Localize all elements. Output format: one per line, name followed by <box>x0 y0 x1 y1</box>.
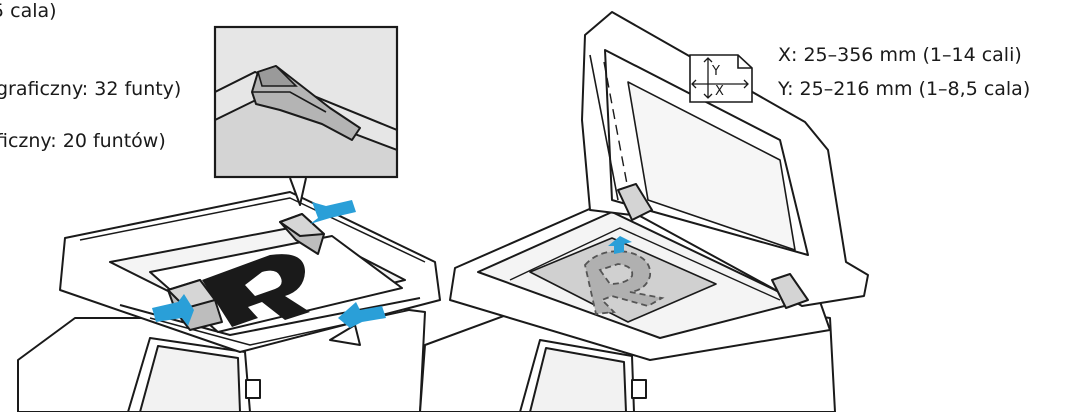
adf-panel-screen <box>140 346 240 412</box>
adf-panel-button <box>246 380 260 398</box>
adf-weight-label-light: ficzny: 20 funtów) <box>0 130 166 152</box>
guide-callout <box>215 27 397 205</box>
glass-y-range-label: Y: 25–216 mm (1–8,5 cala) <box>778 78 1030 100</box>
adf-size-label: 5 cala) <box>0 0 57 22</box>
adf-weight-label-heavy: graficzny: 32 funty) <box>0 78 181 100</box>
glass-x-range-label: X: 25–356 mm (1–14 cali) <box>778 44 1022 66</box>
doc-icon-x-letter: X <box>715 84 724 99</box>
glass-panel-button <box>632 380 646 398</box>
glass-printer <box>420 12 868 412</box>
document-size-icon: Y X <box>690 55 752 102</box>
doc-icon-y-letter: Y <box>711 64 720 79</box>
